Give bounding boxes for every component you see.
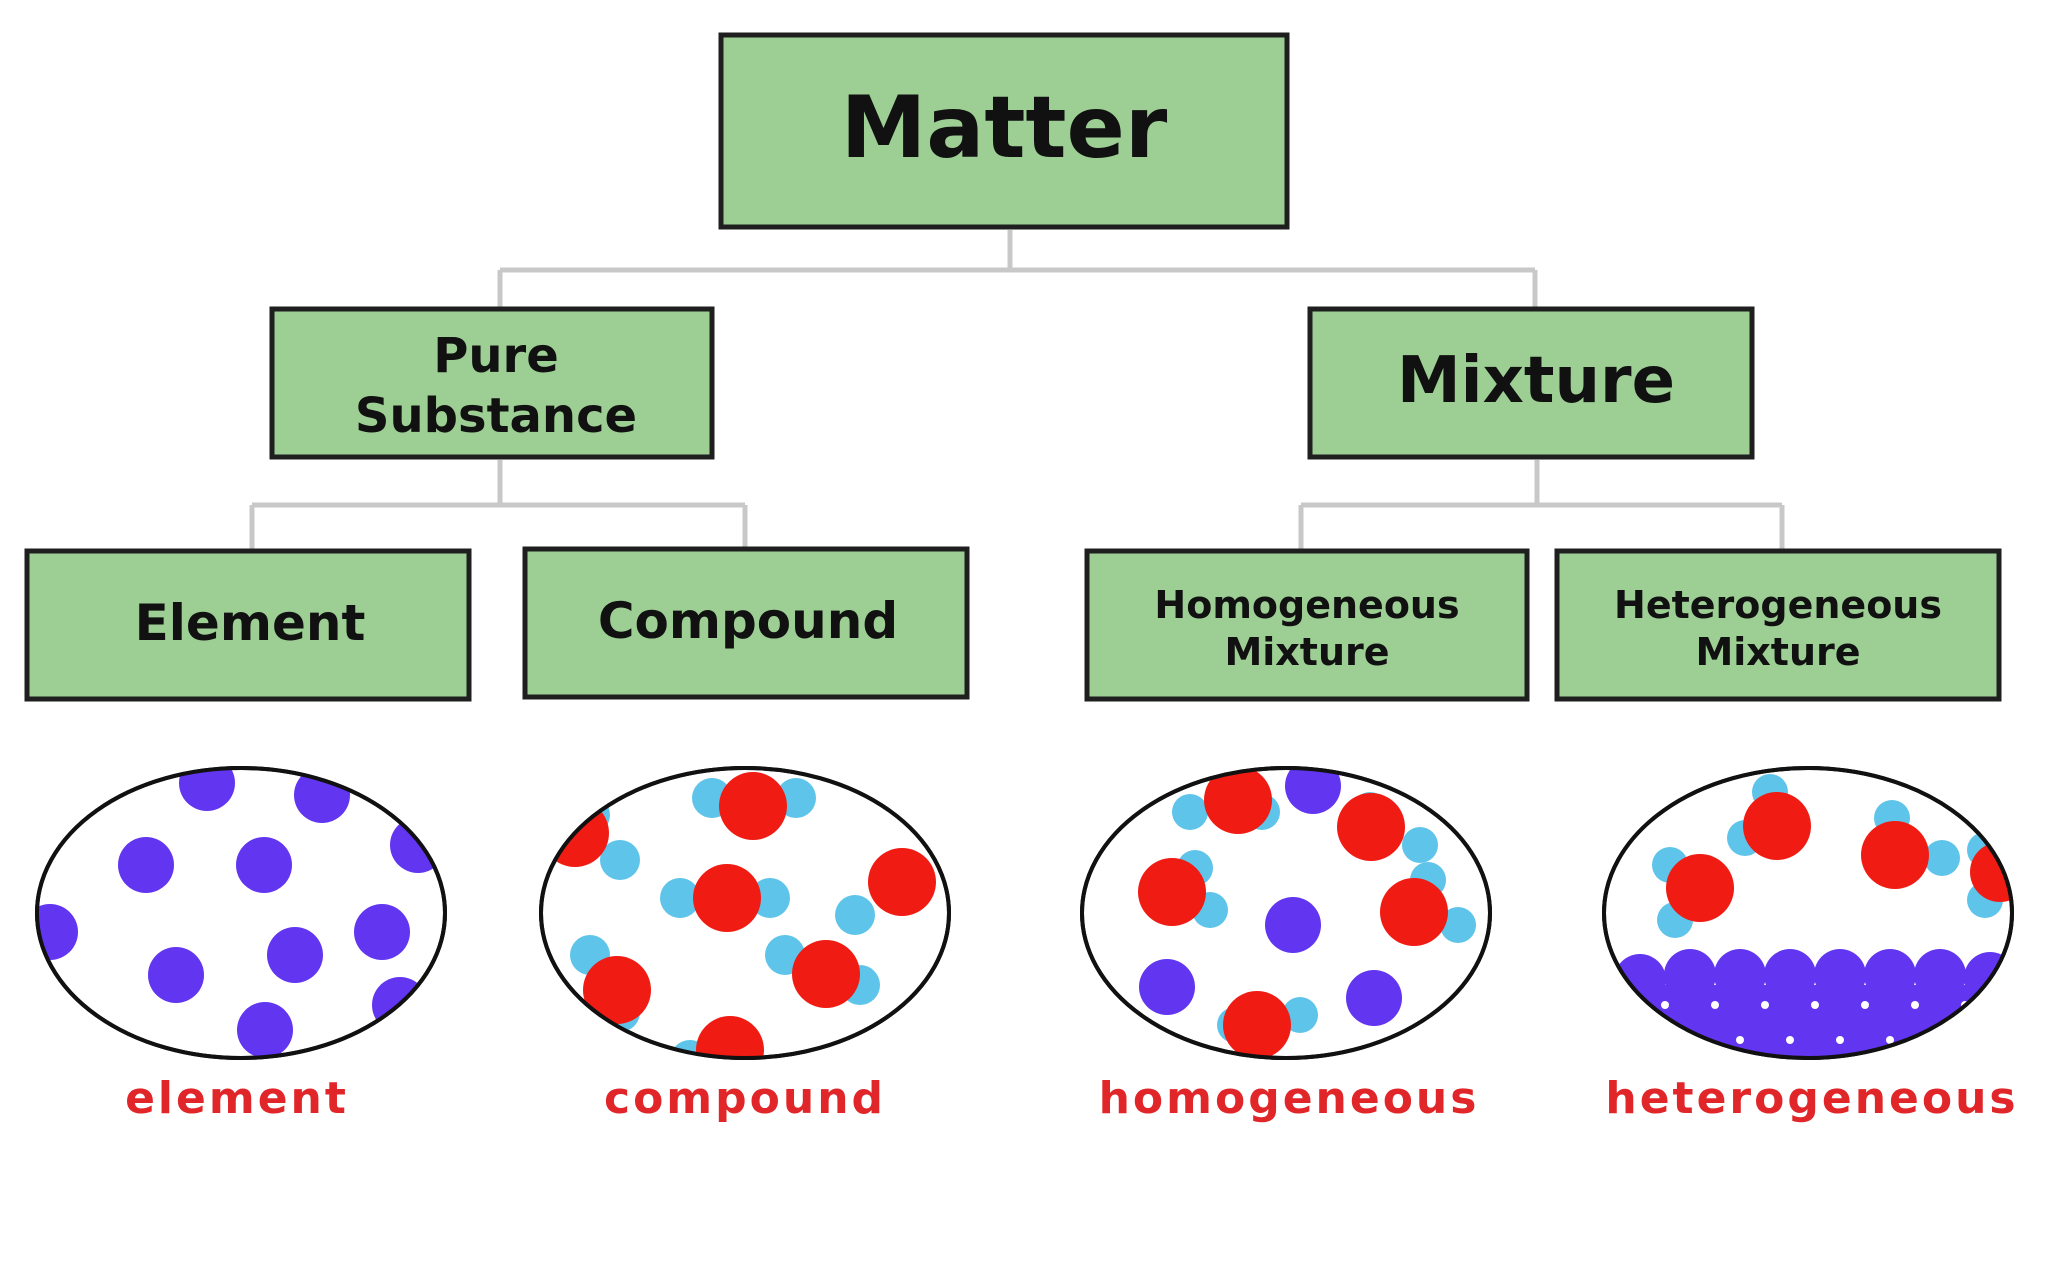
homogeneous-label-line2: Mixture [1224,630,1389,674]
heterogeneous-label-line1: Heterogeneous [1614,583,1942,627]
homogeneous-mixture-node: Homogeneous Mixture [1087,551,1527,699]
homogeneous-illustration [1082,758,1490,1059]
compound-node: Compound [525,549,967,697]
mixture-node: Mixture [1310,309,1752,457]
heterogeneous-label-line2: Mixture [1695,630,1860,674]
homogeneous-caption: homogeneous [1099,1073,1480,1124]
mixture-label: Mixture [1397,344,1675,418]
compound-illustration [541,768,949,1084]
element-caption: element [125,1073,349,1124]
connector-pure-substance-branches [252,460,745,550]
heterogeneous-caption: heterogeneous [1605,1073,2018,1124]
element-illustration [22,755,446,1058]
matter-label: Matter [841,78,1168,178]
element-node: Element [27,551,469,699]
compound-caption: compound [604,1073,886,1124]
heterogeneous-illustration [1600,768,2030,1075]
pure-substance-label-line1: Pure [433,328,559,384]
element-label: Element [135,594,366,652]
homogeneous-label-line1: Homogeneous [1154,583,1459,627]
connector-mixture-branches [1301,460,1782,550]
heterogeneous-mixture-node: Heterogeneous Mixture [1557,551,1999,699]
pure-substance-label-line2: Substance [355,388,637,444]
compound-label: Compound [598,592,898,650]
pure-substance-node: Pure Substance [272,309,712,457]
connector-matter-branches [500,230,1535,308]
matter-node: Matter [721,35,1287,227]
